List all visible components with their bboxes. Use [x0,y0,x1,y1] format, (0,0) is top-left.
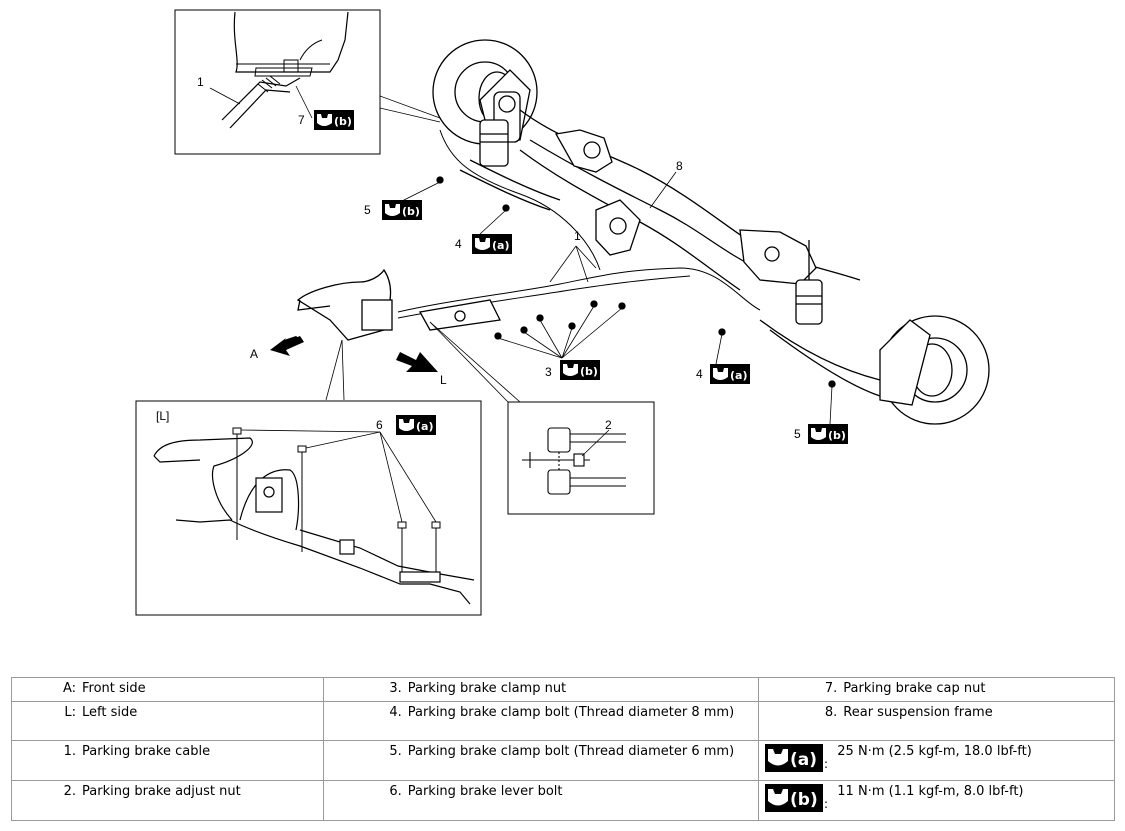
legend-text: Parking brake cap nut [843,681,986,696]
direction-a-label: A [250,347,258,361]
legend-text: 25 N·m (2.5 kgf-m, 18.0 lbf-ft) [837,744,1032,759]
svg-text:(a): (a) [730,369,747,382]
svg-text::: : [824,797,828,811]
torque-b-icon: (b) [314,110,354,130]
callout-3: 3 [545,365,552,379]
inset-l-title: [L] [156,409,169,423]
legend-text: Parking brake cable [82,744,211,759]
callout-7: 7 [298,113,305,127]
rear-suspension-frame-drawing [296,39,990,425]
table-row: 1. Parking brake cable 5. Parking brake cl… [11,740,1115,781]
legend-num: 2. [63,784,76,799]
legend-text: Parking brake adjust nut [82,784,241,799]
callout-5-left: 5 [364,203,371,217]
legend-num: 1. [63,744,76,759]
torque-b-icon: (b) [382,200,422,220]
legend-table: A: Front side 3. Parking brake clamp nut 7… [11,677,1115,821]
arrow-front-side-icon [270,336,304,356]
legend-num: 8. [824,705,838,720]
torque-a-icon: (a) [710,364,750,384]
svg-text:(b): (b) [580,365,598,378]
legend-num: A: [62,681,76,696]
legend-num: 4. [389,705,402,720]
legend-num: 7. [824,681,838,696]
svg-text:(a): (a) [492,239,509,252]
inset-lever-bolts [135,400,482,616]
callout-2: 2 [605,418,612,432]
torque-b-icon: (b) [560,360,600,380]
legend-text: Parking brake lever bolt [407,784,563,799]
inset-adjust-nut [507,401,655,515]
svg-text:(b): (b) [828,429,846,442]
callout-5-right: 5 [794,427,801,441]
torque-a-icon: (a) [396,415,436,435]
svg-text:(b): (b) [790,790,818,810]
legend-num: L: [64,705,76,720]
table-row: 2. Parking brake adjust nut 6. Parking bra… [11,780,1115,821]
parking-brake-diagram: 1 7 (b) [135,9,990,616]
legend-text: Parking brake clamp nut [407,681,567,696]
svg-text:(a): (a) [790,750,817,770]
legend-text: Rear suspension frame [843,705,993,720]
legend-num: 3. [389,681,402,696]
torque-a-icon: (a) : [765,744,828,772]
legend-text: Front side [82,681,146,696]
legend-text: 11 N·m (1.1 kgf-m, 8.0 lbf-ft) [837,784,1024,799]
legend-text: Parking brake clamp bolt (Thread diamete… [407,744,735,759]
svg-text::: : [824,757,828,771]
svg-text:(b): (b) [402,205,420,218]
legend-text: Left side [82,705,138,720]
legend-num: 6. [389,784,402,799]
callout-1-inset: 1 [197,75,204,89]
callout-8: 8 [676,159,683,173]
svg-text:(b): (b) [334,115,352,128]
torque-b-icon: (b) [808,424,848,444]
callout-4-right: 4 [696,367,703,381]
svg-text:(a): (a) [416,420,433,433]
callout-4-left: 4 [455,237,462,251]
table-row: A: Front side 3. Parking brake clamp nut 7… [11,677,1115,702]
direction-l-label: L [440,373,447,387]
torque-b-icon: (b) : [765,784,828,812]
callout-1-main: 1 [574,229,581,243]
callout-6: 6 [376,418,383,432]
arrow-left-side-icon [396,352,438,372]
legend-text: Parking brake clamp bolt (Thread diamete… [407,705,735,720]
torque-a-icon: (a) [472,234,512,254]
table-row: L: Left side 4. Parking brake clamp bolt (… [11,701,1115,741]
legend-num: 5. [389,744,402,759]
inset-cap-nut [174,9,381,155]
